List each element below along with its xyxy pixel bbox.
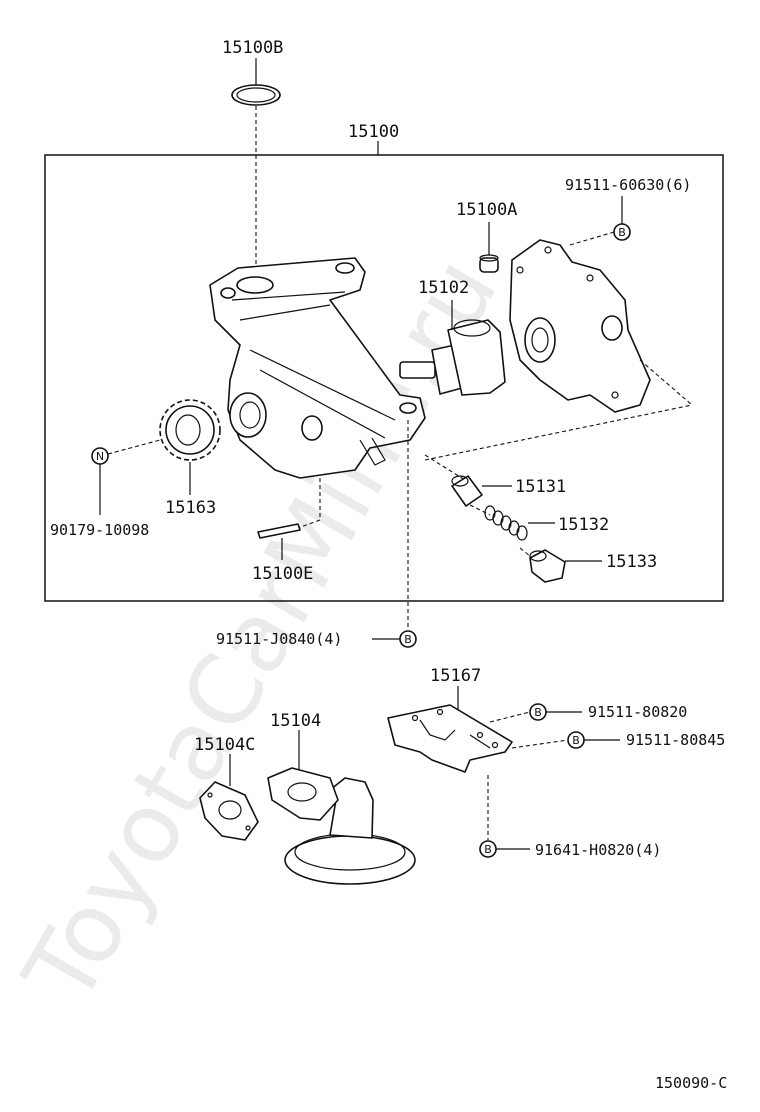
nut-callout: N bbox=[96, 450, 104, 463]
label-bolt-cover: 91511-60630(6) bbox=[565, 176, 691, 194]
pin-part bbox=[257, 523, 301, 539]
label-bolt-bracket-2: 91511-80845 bbox=[626, 731, 725, 749]
oring-part bbox=[231, 84, 281, 106]
bushing-part bbox=[479, 254, 499, 273]
label-gear: 15163 bbox=[165, 498, 216, 518]
spring-part bbox=[484, 505, 528, 541]
label-bolt-bracket-1: 91511-80820 bbox=[588, 703, 687, 721]
bolt-bracket-2-callout: B bbox=[572, 734, 580, 747]
plug-part bbox=[529, 549, 566, 583]
label-pump-assy: 15100 bbox=[348, 122, 399, 142]
label-spring: 15132 bbox=[558, 515, 609, 535]
label-bolt-bracket-3: 91641-H0820(4) bbox=[535, 841, 661, 859]
label-nut: 90179-10098 bbox=[50, 521, 149, 539]
bolt-bracket-3-callout: B bbox=[484, 843, 492, 856]
bracket-part bbox=[387, 704, 513, 773]
bolt-pump-callout: B bbox=[404, 633, 412, 646]
gear-part bbox=[159, 399, 221, 461]
label-bushing: 15100A bbox=[456, 200, 517, 220]
label-bolt-pump: 91511-J0840(4) bbox=[216, 630, 342, 648]
pump-housing-part bbox=[209, 257, 426, 479]
gasket-part bbox=[199, 781, 259, 841]
pump-cover-part bbox=[509, 239, 651, 413]
strainer-part bbox=[267, 767, 416, 885]
label-strainer: 15104 bbox=[270, 711, 321, 731]
figure-code: 150090-C bbox=[655, 1074, 727, 1092]
label-rotor: 15102 bbox=[418, 278, 469, 298]
label-gasket: 15104C bbox=[194, 735, 255, 755]
label-pin: 15100E bbox=[252, 564, 313, 584]
rotor-part bbox=[399, 319, 506, 396]
bolt-cover-callout: B bbox=[618, 226, 626, 239]
bolt-bracket-1-callout: B bbox=[534, 706, 542, 719]
label-bracket: 15167 bbox=[430, 666, 481, 686]
assembly-frame bbox=[44, 154, 724, 602]
label-valve: 15131 bbox=[515, 477, 566, 497]
label-plug: 15133 bbox=[606, 552, 657, 572]
relief-valve-part bbox=[451, 475, 483, 507]
label-oring: 15100B bbox=[222, 38, 283, 58]
